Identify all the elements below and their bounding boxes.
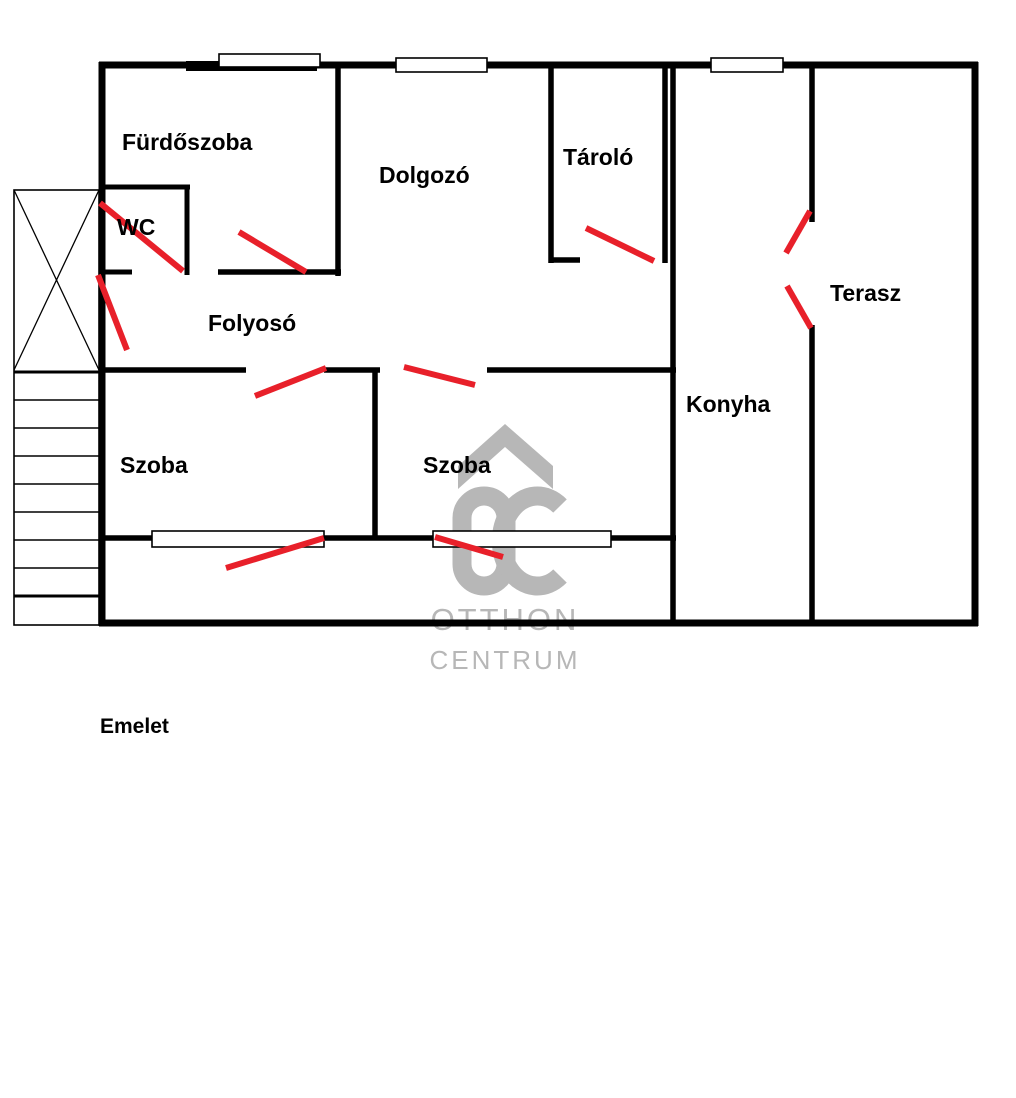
windows (151, 53, 784, 548)
door-hall-left (95, 273, 130, 352)
staircase (13, 189, 100, 626)
room-label-tarolo: Tároló (563, 144, 633, 170)
wc-walls (100, 184, 190, 275)
watermark-house-icon (458, 424, 553, 489)
room-label-terasz: Terasz (830, 280, 901, 306)
door-wc (98, 200, 185, 274)
door-terrace-upper (783, 209, 813, 255)
room-label-dolgozo: Dolgozó (379, 162, 470, 188)
window-top-hall (710, 57, 784, 73)
door-window-mid (434, 534, 504, 560)
floor-caption: Emelet (100, 715, 169, 738)
room-label-szoba-2: Szoba (423, 452, 491, 478)
door-terrace-lower (784, 284, 814, 330)
door-swings (95, 200, 814, 571)
door-bathroom (237, 229, 308, 275)
door-window-left (225, 535, 325, 571)
door-room-right (403, 364, 476, 388)
window-top-study (395, 57, 488, 73)
room-label-szoba-1: Szoba (120, 452, 188, 478)
room-label-folyoso: Folyosó (208, 310, 296, 336)
window-top-bath (218, 53, 321, 68)
staircase-void-diagonal-2 (13, 189, 100, 371)
door-room-left (253, 365, 328, 399)
watermark-line2: CENTRUM (430, 645, 581, 675)
room-label-konyha: Konyha (686, 391, 771, 417)
room-label-furdoszoba: Fürdőszoba (122, 129, 253, 155)
room-label-wc: WC (117, 214, 155, 240)
door-storage (584, 225, 656, 264)
window-bottom-mid (432, 530, 612, 548)
staircase-outline (13, 189, 100, 626)
